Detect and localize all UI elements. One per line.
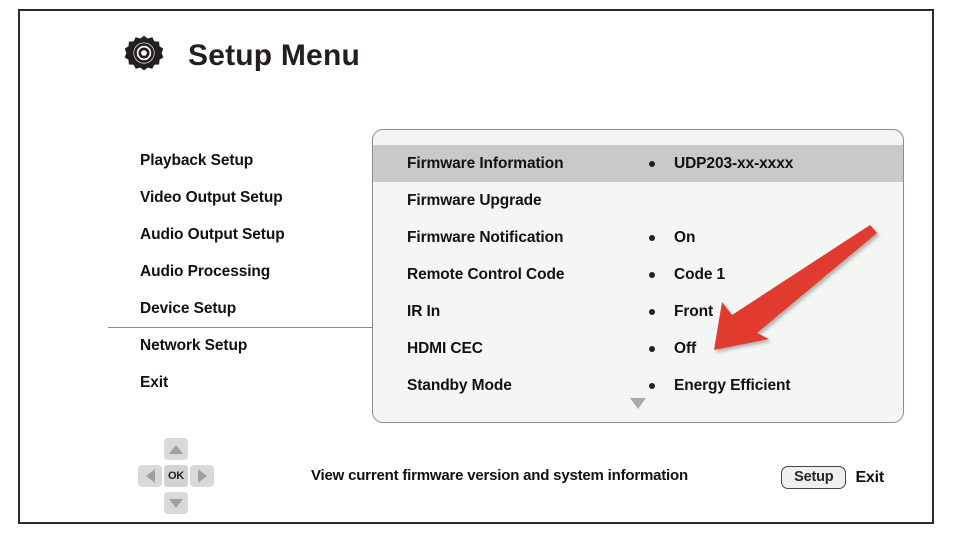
sidebar-item-audio-output-setup[interactable]: Audio Output Setup — [140, 216, 372, 253]
sidebar-menu: Playback Setup Video Output Setup Audio … — [108, 142, 372, 401]
sidebar-item-playback-setup[interactable]: Playback Setup — [140, 142, 372, 179]
device-setup-panel: Firmware Information UDP203-xx-xxxx Firm… — [372, 129, 904, 423]
gear-icon — [122, 34, 166, 78]
sidebar-item-video-output-setup[interactable]: Video Output Setup — [140, 179, 372, 216]
sidebar-item-label: Audio Output Setup — [140, 225, 285, 243]
settings-row-hdmi-cec[interactable]: HDMI CEC Off — [373, 330, 903, 367]
settings-row-label: HDMI CEC — [407, 339, 483, 357]
dpad-up-button[interactable] — [164, 438, 188, 460]
right-arrow-icon — [197, 469, 207, 483]
screen-header: Setup Menu — [122, 34, 360, 78]
settings-row-firmware-information[interactable]: Firmware Information UDP203-xx-xxxx — [373, 145, 903, 182]
settings-row-standby-mode[interactable]: Standby Mode Energy Efficient — [373, 367, 903, 404]
bullet-icon — [647, 160, 657, 167]
sidebar-item-label: Audio Processing — [140, 262, 271, 280]
settings-row-value: On — [674, 228, 696, 246]
sidebar-item-label: Exit — [140, 373, 169, 391]
sidebar-item-label: Playback Setup — [140, 151, 254, 169]
down-arrow-icon — [169, 498, 183, 508]
sidebar-item-network-setup[interactable]: Network Setup — [140, 327, 372, 364]
settings-row-label: Remote Control Code — [407, 265, 565, 283]
settings-list: Firmware Information UDP203-xx-xxxx Firm… — [373, 145, 903, 404]
dpad-down-button[interactable] — [164, 492, 188, 514]
settings-row-ir-in[interactable]: IR In Front — [373, 293, 903, 330]
settings-row-label: Firmware Information — [407, 154, 564, 172]
bullet-icon — [647, 382, 657, 389]
setup-key-button[interactable]: Setup — [781, 466, 847, 489]
bullet-icon — [647, 234, 657, 241]
settings-row-value: Front — [674, 302, 714, 320]
tv-screen-frame: Setup Menu Playback Setup Video Output S… — [18, 9, 934, 524]
dpad-ok-button[interactable]: OK — [164, 465, 188, 487]
settings-row-label: IR In — [407, 302, 441, 320]
settings-row-value: Off — [674, 339, 697, 357]
dpad-ok-label: OK — [168, 470, 184, 482]
page-title: Setup Menu — [188, 39, 360, 72]
settings-row-label: Firmware Upgrade — [407, 191, 542, 209]
sidebar-item-exit[interactable]: Exit — [140, 364, 372, 401]
settings-row-label: Firmware Notification — [407, 228, 564, 246]
sidebar-item-audio-processing[interactable]: Audio Processing — [140, 253, 372, 290]
sidebar-item-label: Video Output Setup — [140, 188, 283, 206]
status-hint-text: View current firmware version and system… — [311, 467, 688, 484]
sidebar-item-label: Network Setup — [140, 336, 248, 354]
settings-row-value: Code 1 — [674, 265, 726, 283]
sidebar-item-label: Device Setup — [140, 299, 237, 317]
settings-row-label: Standby Mode — [407, 376, 512, 394]
up-arrow-icon — [169, 444, 183, 454]
settings-row-value: Energy Efficient — [674, 376, 791, 394]
dpad-left-button[interactable] — [138, 465, 162, 487]
settings-row-firmware-notification[interactable]: Firmware Notification On — [373, 219, 903, 256]
bullet-icon — [647, 345, 657, 352]
bullet-icon — [647, 271, 657, 278]
sidebar-item-device-setup[interactable]: Device Setup — [140, 290, 372, 327]
left-arrow-icon — [145, 469, 155, 483]
dpad-control: OK — [138, 438, 214, 514]
sidebar-divider — [108, 327, 372, 328]
settings-row-value: UDP203-xx-xxxx — [674, 154, 794, 172]
chevron-down-icon[interactable] — [373, 398, 903, 409]
exit-action-label: Exit — [855, 468, 884, 486]
settings-row-firmware-upgrade[interactable]: Firmware Upgrade — [373, 182, 903, 219]
settings-row-remote-control-code[interactable]: Remote Control Code Code 1 — [373, 256, 903, 293]
dpad-right-button[interactable] — [190, 465, 214, 487]
footer-actions: Setup Exit — [781, 466, 884, 489]
bullet-icon — [647, 308, 657, 315]
